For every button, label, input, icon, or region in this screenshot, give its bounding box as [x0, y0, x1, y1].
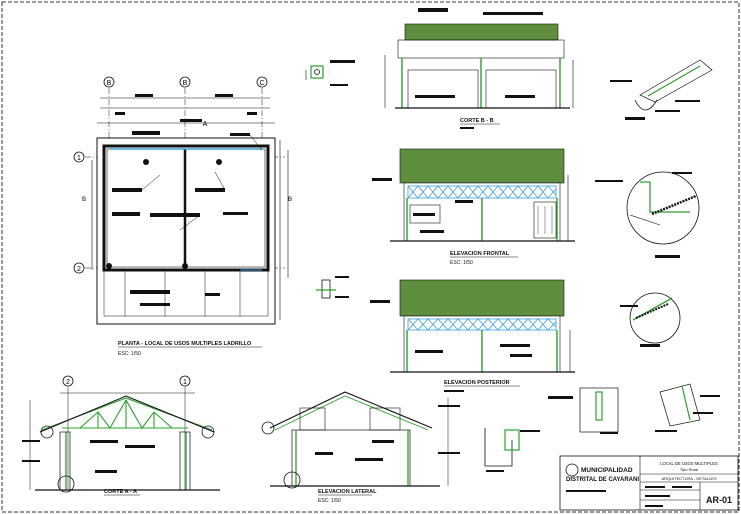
axis-bubble-col-1 — [103, 76, 115, 88]
axis-bubble-row-1 — [73, 151, 85, 163]
corte-bb-roof — [404, 23, 559, 41]
circle-detail-2 — [620, 292, 681, 347]
elevation-rear: ELEVACION POSTERIOR — [370, 279, 575, 392]
axis-label-row-1: 1 — [77, 155, 81, 162]
plan-scale: ESC: 1/50 — [118, 351, 141, 357]
title-block-fields — [566, 486, 692, 507]
plan-leader-lines — [141, 134, 263, 231]
gutter-detail — [484, 428, 540, 472]
lateral-elevation-scale: ESC: 1/50 — [318, 498, 341, 504]
project-line-1: LOCAL DE USOS MULTIPLES — [660, 461, 718, 466]
section-a-a: 2 1 CORTE A - A — [22, 375, 220, 496]
axis-label-col-3: C — [259, 80, 264, 87]
foundation-details — [548, 383, 720, 434]
rear-elevation-title: ELEVACION POSTERIOR — [444, 380, 510, 386]
section-mark-label: A — [203, 121, 208, 128]
dimension-text-marks — [115, 94, 257, 122]
front-elevation-title: ELEVACION FRONTAL — [450, 251, 510, 257]
sheet-number: AR-01 — [706, 495, 732, 505]
column-detail-small — [305, 60, 355, 86]
corte-aa-axis-2: 1 — [183, 379, 187, 386]
elevation-lateral: ELEVACION LATERAL ESC: 1/50 — [261, 391, 460, 504]
corte-aa-title: CORTE A - A — [104, 489, 137, 495]
rear-roof — [399, 279, 565, 317]
corte-aa-axis-1: 2 — [66, 379, 70, 386]
circle-detail-1 — [595, 171, 700, 258]
discipline-label: ARQUITECTURA - DETALLES — [661, 476, 716, 481]
grid-axis-bubbles: B B C 1 2 B B A — [73, 76, 292, 274]
lateral-elevation-title: ELEVACION LATERAL — [318, 489, 377, 495]
plan-columns — [106, 159, 222, 269]
section-side-label-right: B — [288, 197, 292, 203]
roof-eave-detail — [610, 59, 713, 120]
section-side-label-left: B — [82, 197, 86, 203]
corte-bb-title: CORTE B - B — [460, 118, 494, 124]
anchor-detail-small — [316, 276, 349, 299]
municipal-seal-icon — [565, 463, 579, 477]
front-door — [533, 201, 557, 239]
axis-bubble-col-2 — [179, 76, 191, 88]
axis-bubble-col-3 — [256, 76, 268, 88]
elevation-front: ELEVACION FRONTAL ESC: 1/50 — [372, 148, 575, 266]
corte-aa-truss — [41, 397, 213, 431]
front-elevation-scale: ESC: 1/50 — [450, 260, 473, 266]
section-b-b: CORTE B - B — [384, 8, 574, 129]
axis-label-row-2: 2 — [77, 266, 81, 273]
title-block: MUNICIPALIDAD DISTRITAL DE CAYARANI LOCA… — [559, 455, 739, 511]
front-roof — [399, 148, 565, 184]
plan-dimensions — [91, 97, 289, 320]
institution-line-1: MUNICIPALIDAD — [581, 467, 633, 474]
axis-bubble-row-2 — [73, 262, 85, 274]
project-line-2: Tipo Rural — [680, 467, 698, 472]
axis-label-col-2: B — [183, 80, 188, 87]
axis-label-col-1: B — [107, 80, 112, 87]
floor-plan: B B C 1 2 B B A — [73, 76, 292, 357]
plan-annotations — [112, 131, 250, 306]
plan-title: PLANTA - LOCAL DE USOS MULTIPLES LADRILL… — [118, 341, 252, 347]
institution-line-2: DISTRITAL DE CAYARANI — [566, 477, 639, 483]
plan-porch — [103, 269, 269, 317]
